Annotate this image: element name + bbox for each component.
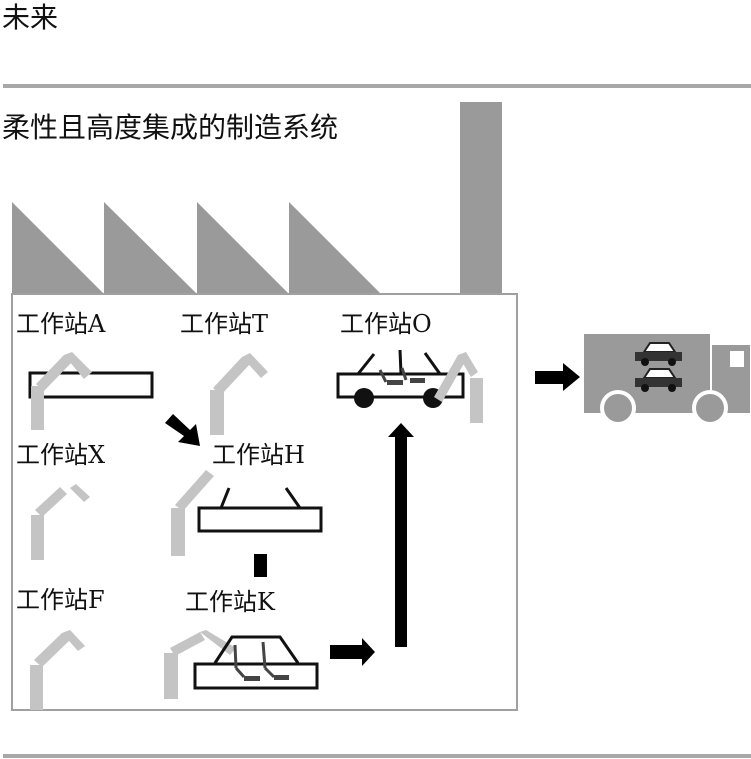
diagram-subtitle: 柔性且高度集成的制造系统 bbox=[2, 111, 339, 144]
flow-arrows bbox=[165, 363, 580, 666]
station-o bbox=[336, 349, 483, 423]
top-divider bbox=[3, 84, 751, 88]
factory-chimney bbox=[460, 102, 502, 294]
car-icon bbox=[336, 349, 465, 408]
station-x bbox=[31, 484, 90, 560]
station-k bbox=[164, 630, 319, 699]
arrow-o-to-truck bbox=[535, 363, 580, 391]
factory-roof-tooth bbox=[289, 202, 380, 293]
arrow-a-to-h bbox=[165, 414, 200, 446]
station-a bbox=[28, 352, 154, 430]
work-table bbox=[197, 506, 323, 533]
arrow-h-to-k bbox=[254, 554, 267, 577]
station-label-h: 工作站H bbox=[212, 441, 305, 469]
robot-arm-icon bbox=[30, 630, 85, 710]
car-icon bbox=[635, 368, 682, 392]
factory-roof-tooth bbox=[104, 202, 196, 293]
delivery-truck-icon bbox=[584, 334, 750, 426]
robot-arm-icon bbox=[434, 352, 483, 423]
robot-arm-icon bbox=[164, 630, 236, 699]
car-icon bbox=[193, 635, 319, 690]
robot-arm-icon bbox=[31, 484, 90, 560]
station-label-k: 工作站K bbox=[185, 588, 276, 616]
station-label-f: 工作站F bbox=[16, 586, 105, 614]
truck-window bbox=[730, 351, 744, 367]
factory-roof-tooth bbox=[12, 202, 103, 293]
arrow-up-to-o bbox=[388, 423, 414, 647]
robot-arm-icon bbox=[171, 470, 214, 556]
arrow-k-to-o-horizontal bbox=[330, 638, 375, 666]
station-label-a: 工作站A bbox=[16, 310, 106, 338]
station-h bbox=[171, 470, 323, 556]
station-label-x: 工作站X bbox=[16, 441, 105, 469]
station-label-t: 工作站T bbox=[180, 310, 268, 338]
car-icon bbox=[635, 342, 682, 366]
bottom-divider bbox=[3, 754, 751, 758]
truck-wheel bbox=[692, 390, 728, 426]
factory-icon bbox=[12, 102, 502, 294]
station-label-o: 工作站O bbox=[340, 310, 432, 338]
station-f bbox=[30, 630, 85, 710]
truck-wheel bbox=[600, 390, 636, 426]
robot-arm-icon bbox=[31, 352, 92, 430]
page-title: 未来 bbox=[2, 1, 59, 34]
robot-arm-icon bbox=[210, 353, 268, 435]
factory-roof-tooth bbox=[197, 202, 288, 293]
station-t bbox=[210, 353, 268, 435]
